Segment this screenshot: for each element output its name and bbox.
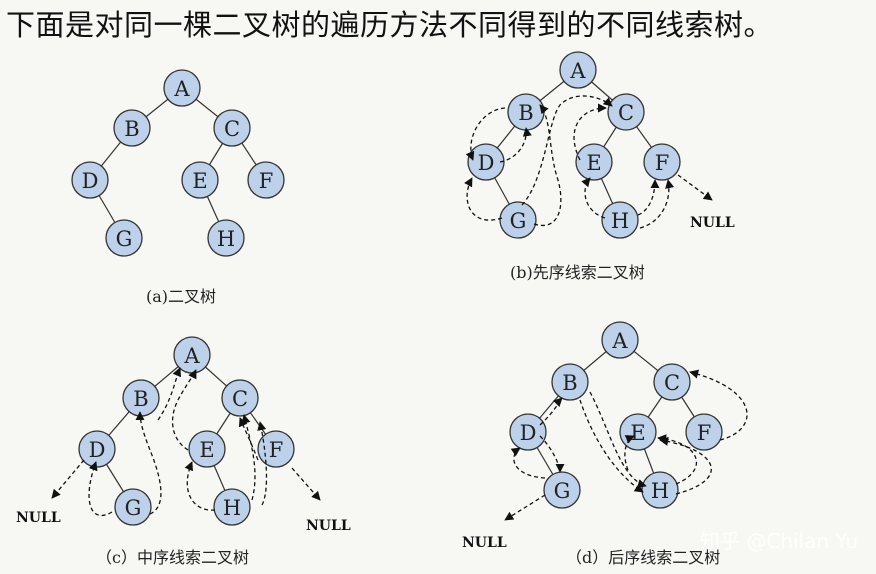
tree-node-label-D: D	[89, 438, 106, 462]
tree-node-label-C: C	[232, 387, 248, 411]
tree-node-label-B: B	[133, 387, 148, 411]
tree-node-label-A: A	[173, 77, 190, 101]
caption-d: （d）后序线索二叉树	[566, 548, 720, 567]
tree-node-G	[105, 219, 143, 257]
tree-node-C	[221, 379, 259, 417]
tree-node-label-H: H	[223, 496, 241, 520]
tree-node-G	[499, 201, 537, 239]
tree-node-E	[188, 430, 226, 468]
tree-node-label-G: G	[116, 227, 133, 251]
tree-node-A	[601, 321, 639, 359]
tree-node-H	[207, 219, 245, 257]
tree-node-D	[467, 143, 505, 181]
tree-node-E	[181, 161, 219, 199]
tree-preorder: A B C D E F G H	[467, 51, 681, 239]
tree-node-label-H: H	[217, 227, 235, 251]
null-label-b: NULL	[690, 215, 735, 231]
caption-a: (a)二叉树	[146, 287, 216, 306]
tree-node-label-E: E	[192, 169, 207, 193]
tree-node-F	[247, 161, 285, 199]
tree-node-label-E: E	[586, 151, 601, 175]
tree-node-label-H: H	[651, 479, 669, 503]
tree-node-E	[575, 143, 613, 181]
tree-node-label-D: D	[478, 151, 495, 175]
tree-node-B	[113, 109, 151, 147]
tree-node-label-F: F	[697, 421, 712, 445]
tree-node-label-B: B	[562, 371, 577, 395]
tree-node-F	[257, 430, 295, 468]
threads-postorder	[504, 369, 748, 521]
tree-inorder: A B C D E F G H	[78, 336, 295, 526]
threads-inorder	[51, 367, 321, 517]
tree-node-C	[653, 363, 691, 401]
tree-node-label-E: E	[630, 421, 645, 445]
threads-preorder	[464, 95, 713, 229]
tree-node-H	[601, 201, 639, 239]
tree-node-B	[551, 363, 589, 401]
tree-node-label-C: C	[224, 117, 240, 141]
tree-plain: A B C D E F G H	[71, 69, 285, 257]
tree-node-G	[114, 488, 152, 526]
tree-node-label-C: C	[618, 101, 634, 125]
tree-node-label-A: A	[569, 59, 586, 83]
tree-node-H	[213, 488, 251, 526]
tree-node-F	[643, 143, 681, 181]
tree-node-label-D: D	[82, 169, 99, 193]
tree-node-A	[163, 69, 201, 107]
null-label-d: NULL	[462, 535, 507, 551]
tree-node-label-B: B	[518, 101, 533, 125]
tree-node-label-G: G	[510, 209, 527, 233]
caption-c: （c）中序线索二叉树	[96, 548, 249, 567]
tree-node-label-F: F	[655, 151, 670, 175]
tree-node-label-E: E	[199, 438, 214, 462]
caption-b: (b)先序线索二叉树	[510, 263, 645, 282]
tree-node-label-H: H	[611, 209, 629, 233]
tree-node-label-F: F	[269, 438, 284, 462]
null-label-c-left: NULL	[16, 510, 61, 526]
tree-node-label-A: A	[183, 344, 200, 368]
tree-node-label-D: D	[520, 421, 537, 445]
tree-postorder: A B C D E F G H	[509, 321, 723, 509]
tree-node-label-C: C	[664, 371, 680, 395]
tree-node-F	[685, 413, 723, 451]
tree-node-D	[71, 161, 109, 199]
tree-node-C	[213, 109, 251, 147]
tree-node-label-G: G	[125, 496, 142, 520]
tree-node-C	[607, 93, 645, 131]
tree-node-label-F: F	[259, 169, 274, 193]
tree-node-A	[559, 51, 597, 89]
tree-node-D	[509, 413, 547, 451]
tree-node-label-A: A	[611, 329, 628, 353]
tree-node-label-B: B	[124, 117, 139, 141]
page-title: 下面是对同一棵二叉树的遍历方法不同得到的不同线索树。	[6, 8, 774, 42]
null-label-c-right: NULL	[306, 518, 351, 534]
tree-node-label-G: G	[554, 479, 571, 503]
watermark-text: 知乎 @Chilan Yu	[700, 529, 858, 553]
